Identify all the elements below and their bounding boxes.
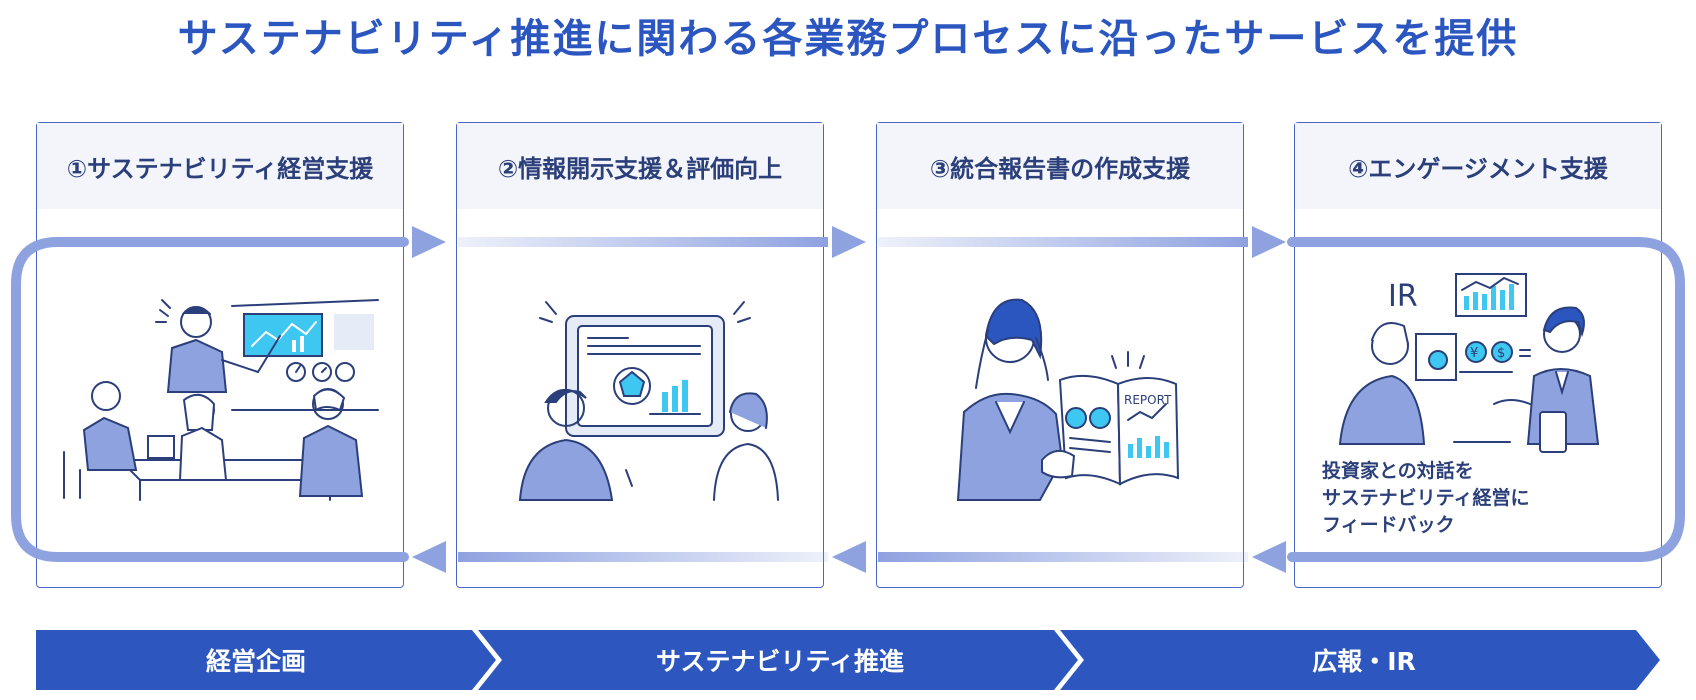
report-book-label: REPORT	[1124, 393, 1172, 407]
arrow-right-2	[832, 226, 866, 258]
dollar-symbol: $	[1497, 346, 1505, 361]
stage-label-sustainability: サステナビリティ推進	[500, 630, 1060, 690]
arrow-right-3	[1252, 226, 1286, 258]
ir-note-line: フィードバック	[1322, 512, 1529, 539]
yen-symbol: ¥	[1470, 346, 1478, 361]
ir-note-line: サステナビリティ経営に	[1322, 485, 1529, 512]
ir-feedback-note: 投資家との対話を サステナビリティ経営に フィードバック	[1322, 458, 1529, 539]
flow-bar-bottom-2	[458, 552, 828, 562]
flow-bar-top-2	[458, 237, 828, 247]
meeting-illustration	[64, 300, 378, 500]
arrow-right-1	[412, 226, 446, 258]
disclosure-illustration	[520, 302, 778, 500]
flow-bar-top-3	[878, 237, 1248, 247]
flow-bar-bottom-3	[878, 552, 1248, 562]
arrow-left-1	[412, 541, 446, 573]
arrow-left-2	[832, 541, 866, 573]
ir-note-line: 投資家との対話を	[1322, 458, 1529, 485]
arrow-left-3	[1252, 541, 1286, 573]
stage-label-pr-ir: 広報・IR	[1084, 630, 1644, 690]
stage-label-planning: 経営企画	[36, 630, 476, 690]
ir-illustration	[1340, 274, 1598, 452]
ir-label: IR	[1388, 279, 1418, 314]
